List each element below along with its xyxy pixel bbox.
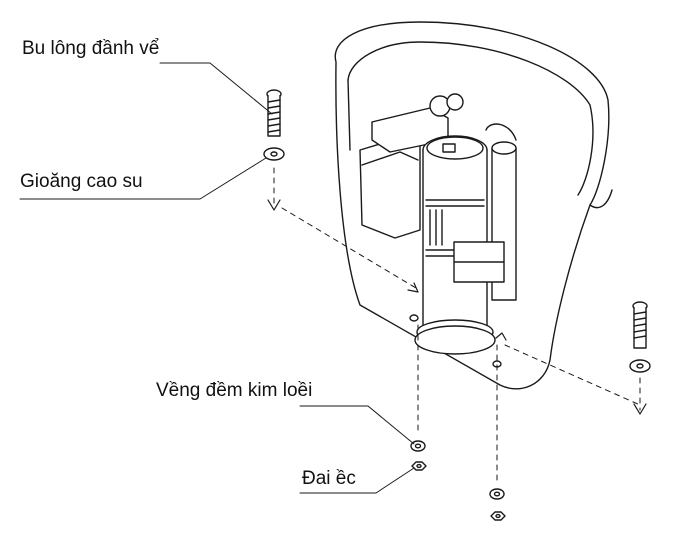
arrowheads [267,199,647,415]
metal-washer-left [410,440,426,452]
nut-left [411,461,427,471]
washer-label: Vềng đềm kim loềi [156,380,313,401]
nut-label: Đai ềc [302,468,356,489]
flush-valve-mechanism [359,93,517,355]
gasket-label: Gioăng cao su [20,171,143,192]
nut-right [490,511,506,521]
bolt-label: Bu lông đầnh vể [22,38,160,59]
leader-lines [19,62,415,494]
bolt-left [266,89,282,137]
rubber-gasket-left [263,147,285,161]
rubber-gasket-right [629,359,651,373]
mounting-hole-left [409,314,419,322]
metal-washer-right [489,488,505,500]
mounting-hole-right [492,360,502,368]
bolt-right [632,301,648,349]
